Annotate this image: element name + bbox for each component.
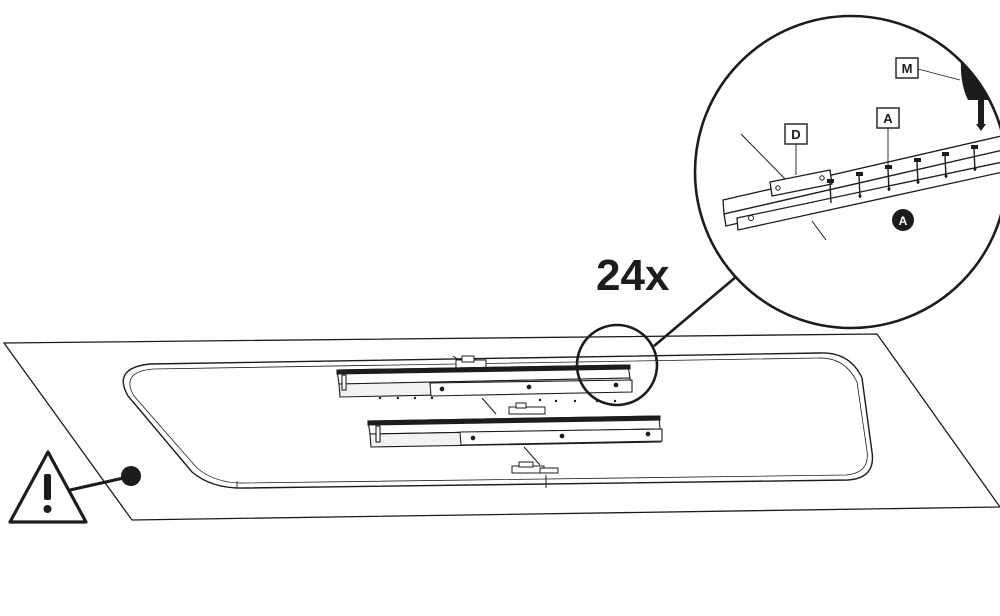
center-connector [452, 355, 559, 474]
quantity-label: 24x [596, 251, 670, 300]
screw-hole-row [378, 396, 617, 403]
label-d: D [784, 123, 808, 145]
svg-text:M: M [902, 61, 913, 76]
callout-badge-a: A [892, 209, 914, 231]
table-sheet [2, 333, 1000, 521]
magnifier-connector [653, 275, 738, 347]
svg-text:A: A [899, 214, 908, 228]
desktop-outline [122, 352, 874, 489]
detail-magnifier [693, 14, 1000, 330]
svg-text:D: D [791, 127, 800, 142]
label-a: A [876, 107, 900, 129]
svg-text:A: A [883, 111, 893, 126]
detail-focus-circle [575, 323, 659, 407]
upper-rail [336, 364, 633, 398]
warning-pointer [69, 466, 141, 492]
warning-triangle-icon [8, 450, 88, 524]
label-m: M [895, 57, 919, 79]
lower-rail [367, 415, 663, 448]
